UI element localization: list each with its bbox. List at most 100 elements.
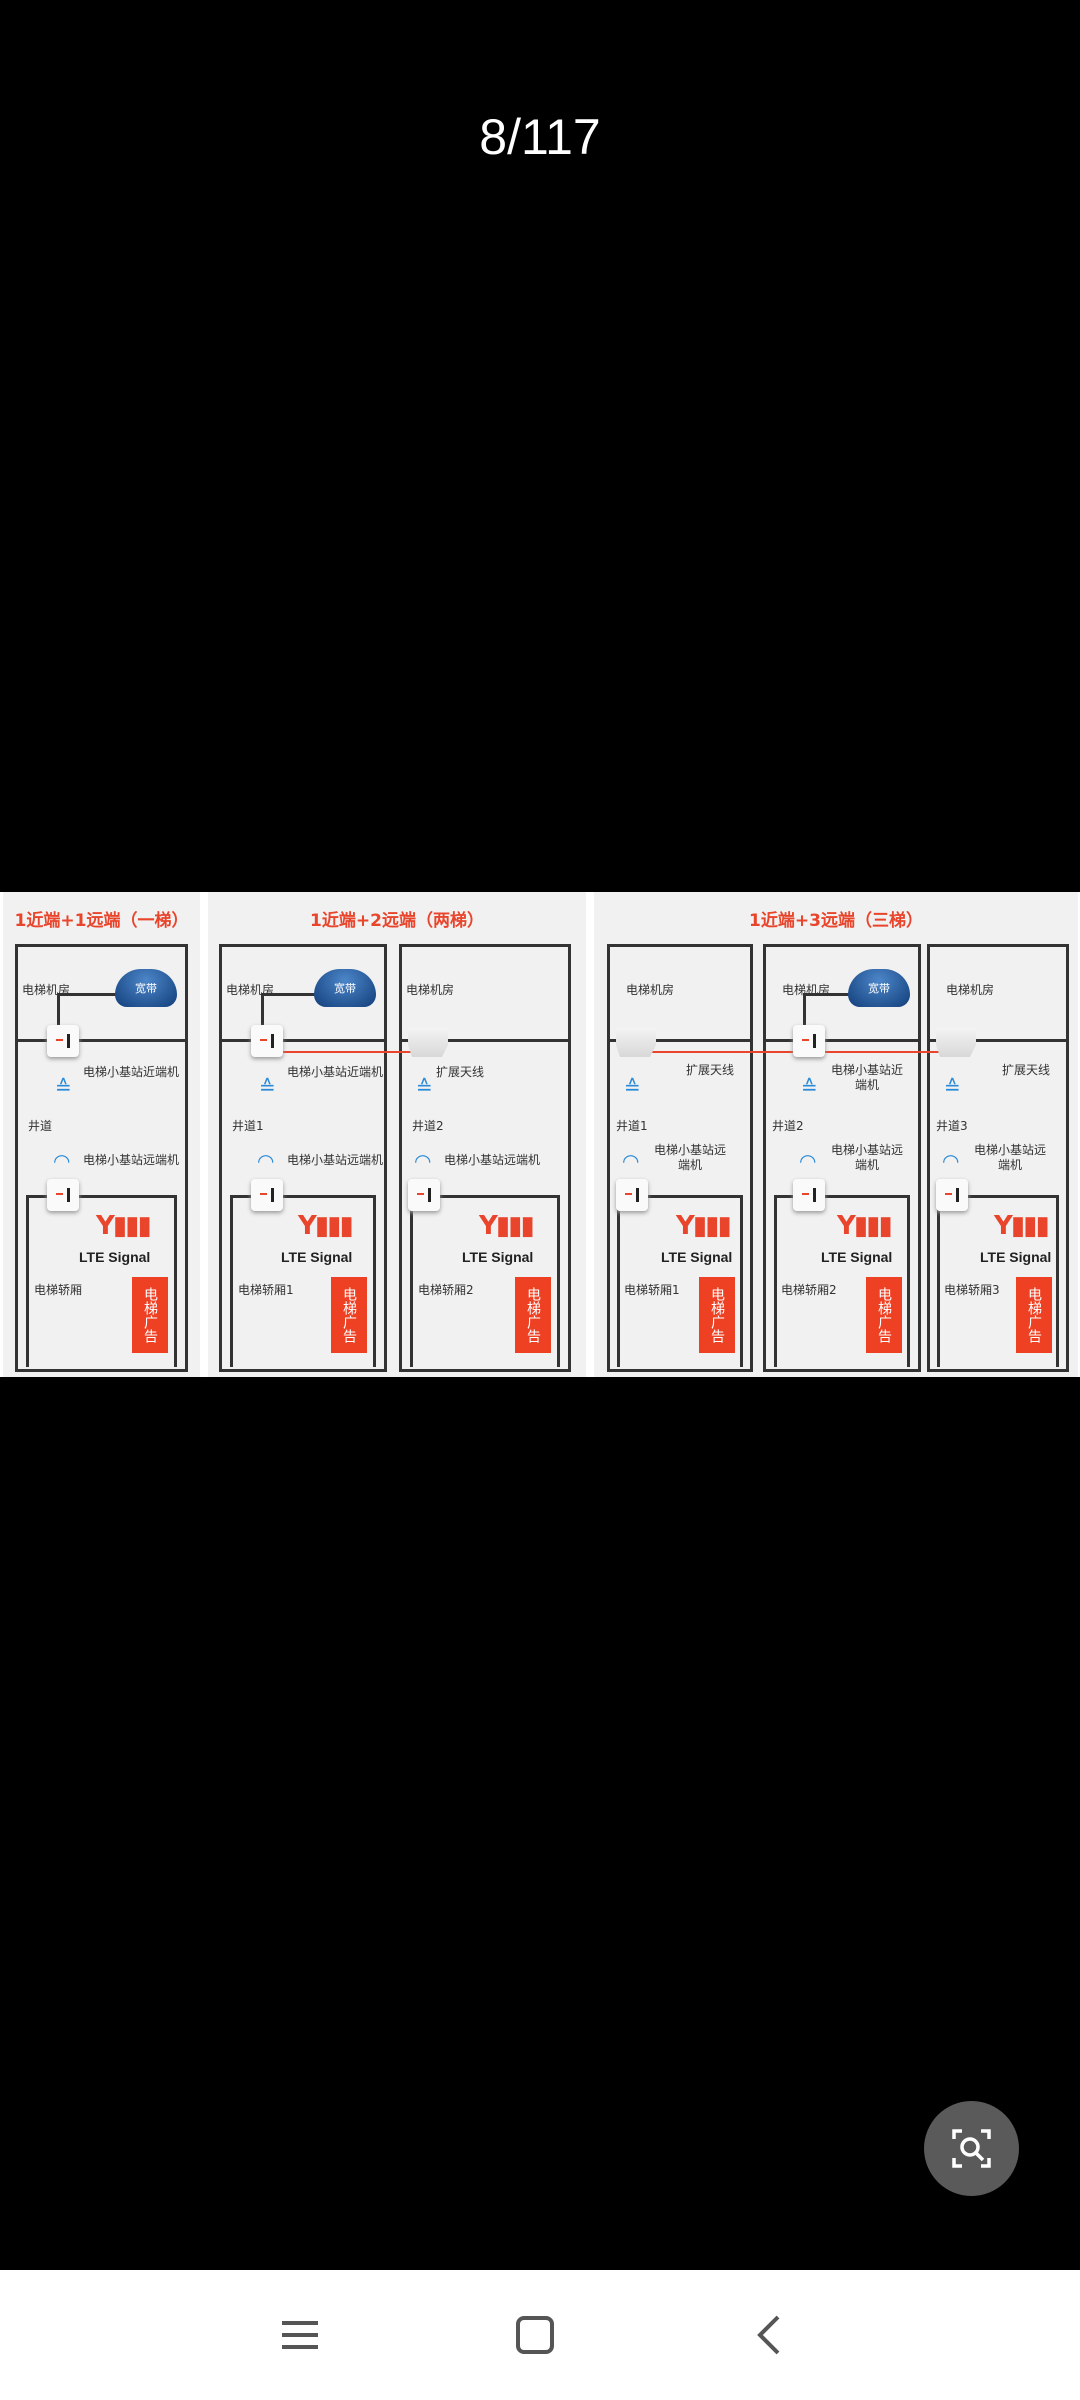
wifi-icon: ◠ — [799, 1149, 817, 1173]
slot — [813, 1034, 816, 1048]
lte-signal-icon: Y▮▮▮ — [994, 1211, 1050, 1241]
remote-unit-icon — [616, 1179, 648, 1211]
broadcast-icon: ≙ — [416, 1075, 433, 1099]
broadcast-icon: ≙ — [259, 1075, 276, 1099]
floor-divider — [18, 1039, 185, 1042]
lte-signal-label: LTE Signal — [79, 1249, 151, 1265]
wifi-icon: ◠ — [622, 1149, 640, 1173]
lte-signal-icon: Y▮▮▮ — [837, 1211, 893, 1241]
cable — [803, 993, 857, 1040]
slot — [271, 1034, 274, 1048]
wifi-icon: ◠ — [53, 1149, 71, 1173]
ad-panel: 电梯广告 — [699, 1277, 735, 1353]
remote-unit-icon — [936, 1179, 968, 1211]
top-device-label: 扩展天线 — [1001, 1063, 1050, 1077]
led — [802, 1193, 809, 1195]
remote-unit-icon — [251, 1179, 283, 1211]
remote-unit-label: 电梯小基站远端机 — [653, 1143, 726, 1172]
slot — [636, 1188, 639, 1202]
led — [260, 1193, 267, 1195]
broadcast-icon: ≙ — [801, 1075, 818, 1099]
top-device-label: 电梯小基站近端机 — [830, 1063, 903, 1092]
image-search-icon — [952, 2129, 991, 2168]
near-end-unit-icon — [793, 1025, 825, 1057]
car-label: 电梯轿厢2 — [418, 1283, 474, 1297]
navigation-bar — [0, 2270, 1080, 2400]
car-label: 电梯轿厢3 — [944, 1283, 1000, 1297]
shaft-label: 井道2 — [772, 1119, 804, 1133]
cloud-icon: 宽带 — [848, 969, 910, 1007]
floor-divider — [222, 1039, 384, 1042]
panel-title: 1近端+2远端（两梯） — [310, 911, 484, 931]
back-icon[interactable] — [740, 2305, 800, 2365]
extension-antenna-icon — [936, 1027, 976, 1057]
extension-antenna-icon — [616, 1027, 656, 1057]
ad-panel: 电梯广告 — [132, 1277, 168, 1353]
remote-unit-label: 电梯小基站远端机 — [973, 1143, 1046, 1172]
slot — [67, 1034, 70, 1048]
cloud-icon: 宽带 — [115, 969, 177, 1007]
extension-antenna-icon — [408, 1027, 448, 1057]
remote-unit-label: 电梯小基站远端机 — [444, 1153, 541, 1167]
near-end-unit-icon — [251, 1025, 283, 1057]
top-device-label: 电梯小基站近端机 — [287, 1065, 384, 1079]
broadcast-icon: ≙ — [624, 1075, 641, 1099]
remote-unit-label: 电梯小基站远端机 — [287, 1153, 384, 1167]
slot — [67, 1188, 70, 1202]
lte-signal-label: LTE Signal — [281, 1249, 353, 1265]
elevator-car-box — [410, 1195, 560, 1367]
wifi-icon: ◠ — [257, 1149, 275, 1173]
broadcast-icon: ≙ — [944, 1075, 961, 1099]
cable — [261, 993, 323, 1040]
ad-panel: 电梯广告 — [1016, 1277, 1052, 1353]
remote-unit-label: 电梯小基站远端机 — [83, 1153, 180, 1167]
lte-signal-label: LTE Signal — [821, 1249, 893, 1265]
home-icon[interactable] — [505, 2305, 565, 2365]
page-counter: 8/117 — [479, 109, 601, 165]
connection-line — [276, 1051, 416, 1053]
slot — [271, 1188, 274, 1202]
machine-room-label: 电梯机房 — [626, 983, 675, 997]
machine-room-label: 电梯机房 — [946, 983, 995, 997]
floor-divider — [766, 1039, 918, 1042]
led — [56, 1039, 63, 1041]
led — [945, 1193, 952, 1195]
remote-unit-icon — [47, 1179, 79, 1211]
wifi-icon: ◠ — [942, 1149, 960, 1173]
lte-signal-icon: Y▮▮▮ — [479, 1211, 535, 1241]
ad-panel: 电梯广告 — [866, 1277, 902, 1353]
lte-signal-label: LTE Signal — [980, 1249, 1052, 1265]
car-label: 电梯轿厢 — [34, 1283, 83, 1297]
led — [802, 1039, 809, 1041]
top-device-label: 扩展天线 — [685, 1063, 734, 1077]
elevator-car-box — [936, 1195, 1060, 1367]
car-label: 电梯轿厢1 — [624, 1283, 680, 1297]
elevator-car-box — [230, 1195, 376, 1367]
shaft-label: 井道2 — [412, 1119, 444, 1133]
lte-signal-label: LTE Signal — [661, 1249, 733, 1265]
machine-room-label: 电梯机房 — [406, 983, 455, 997]
menu-icon[interactable] — [270, 2305, 330, 2365]
slot — [956, 1188, 959, 1202]
floor-divider — [610, 1039, 750, 1042]
wifi-icon: ◠ — [414, 1149, 432, 1173]
lte-signal-icon: Y▮▮▮ — [676, 1211, 732, 1241]
led — [417, 1193, 424, 1195]
ad-panel: 电梯广告 — [515, 1277, 551, 1353]
led — [56, 1193, 63, 1195]
shaft-label: 井道1 — [232, 1119, 264, 1133]
image-search-button[interactable] — [924, 2101, 1019, 2196]
top-device-label: 电梯小基站近端机 — [83, 1065, 180, 1079]
shaft-label: 井道 — [28, 1119, 53, 1133]
lte-signal-icon: Y▮▮▮ — [96, 1211, 152, 1241]
slot — [813, 1188, 816, 1202]
elevator-car-box — [773, 1195, 911, 1367]
